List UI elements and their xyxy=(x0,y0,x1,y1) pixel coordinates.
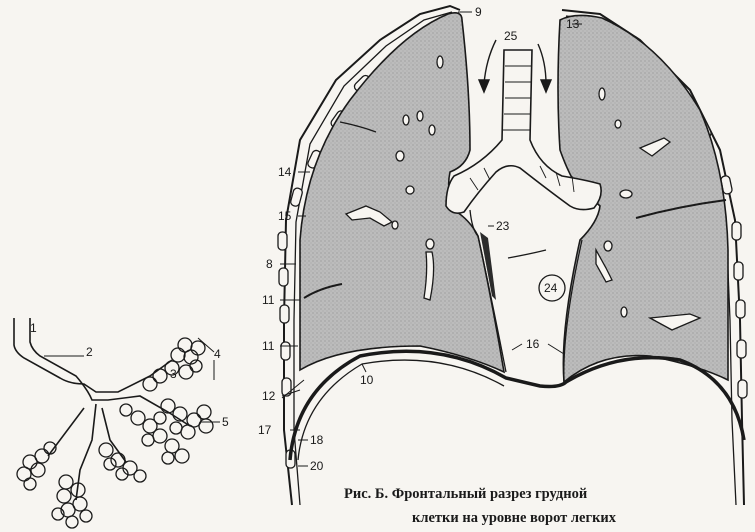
label-10: 10 xyxy=(360,373,374,387)
label-13: 13 xyxy=(566,17,580,31)
alveoli-cluster-right xyxy=(154,399,213,439)
label-11-upper: 11 xyxy=(262,293,275,307)
figure-caption: Рис. Б. Фронтальный разрез грудной клетк… xyxy=(344,486,617,526)
label-16: 16 xyxy=(526,337,540,351)
label-20: 20 xyxy=(310,459,324,473)
label-24: 24 xyxy=(544,281,558,295)
bronchial-tree-diagram xyxy=(14,318,213,528)
alveoli-cluster-left xyxy=(17,442,56,490)
caption-line-2: клетки на уровне ворот легких xyxy=(412,510,617,526)
label-15: 15 xyxy=(278,209,292,223)
label-1: 1 xyxy=(30,321,37,335)
label-2: 2 xyxy=(86,345,93,359)
label-4: 4 xyxy=(214,347,221,361)
label-12: 12 xyxy=(262,389,276,403)
label-25: 25 xyxy=(504,29,518,43)
label-23: 23 xyxy=(496,219,510,233)
label-8: 8 xyxy=(266,257,273,271)
label-14: 14 xyxy=(278,165,292,179)
bronchus-down xyxy=(76,404,96,500)
label-9: 9 xyxy=(475,5,482,19)
diaphragm-inner xyxy=(298,360,504,460)
label-11-lower: 11 xyxy=(262,339,275,353)
alveoli-cluster-lower-mid xyxy=(99,443,146,482)
alveoli-cluster-upper xyxy=(143,338,205,391)
caption-line-1: Рис. Б. Фронтальный разрез грудной xyxy=(344,486,587,502)
label-18: 18 xyxy=(310,433,324,447)
label-17: 17 xyxy=(258,423,272,437)
diaphragm xyxy=(290,351,744,460)
label-5: 5 xyxy=(222,415,229,429)
alveoli-cluster-bottom xyxy=(52,475,92,528)
bronchus-left-down xyxy=(48,408,84,456)
label-3: 3 xyxy=(170,367,177,381)
thorax-section xyxy=(278,6,747,505)
